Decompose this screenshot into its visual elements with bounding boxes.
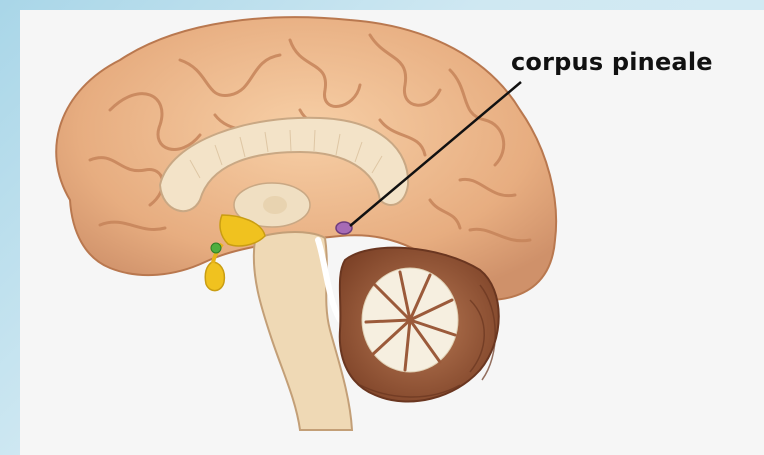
cerebellum xyxy=(340,248,499,402)
annotation-label-pineal-body: corpus pineale xyxy=(511,48,713,76)
interthalamic-adhesion xyxy=(263,196,287,214)
pineal-gland xyxy=(336,222,352,234)
mammillary-body xyxy=(211,243,221,253)
pituitary-gland xyxy=(205,262,224,291)
brainstem xyxy=(254,232,352,430)
